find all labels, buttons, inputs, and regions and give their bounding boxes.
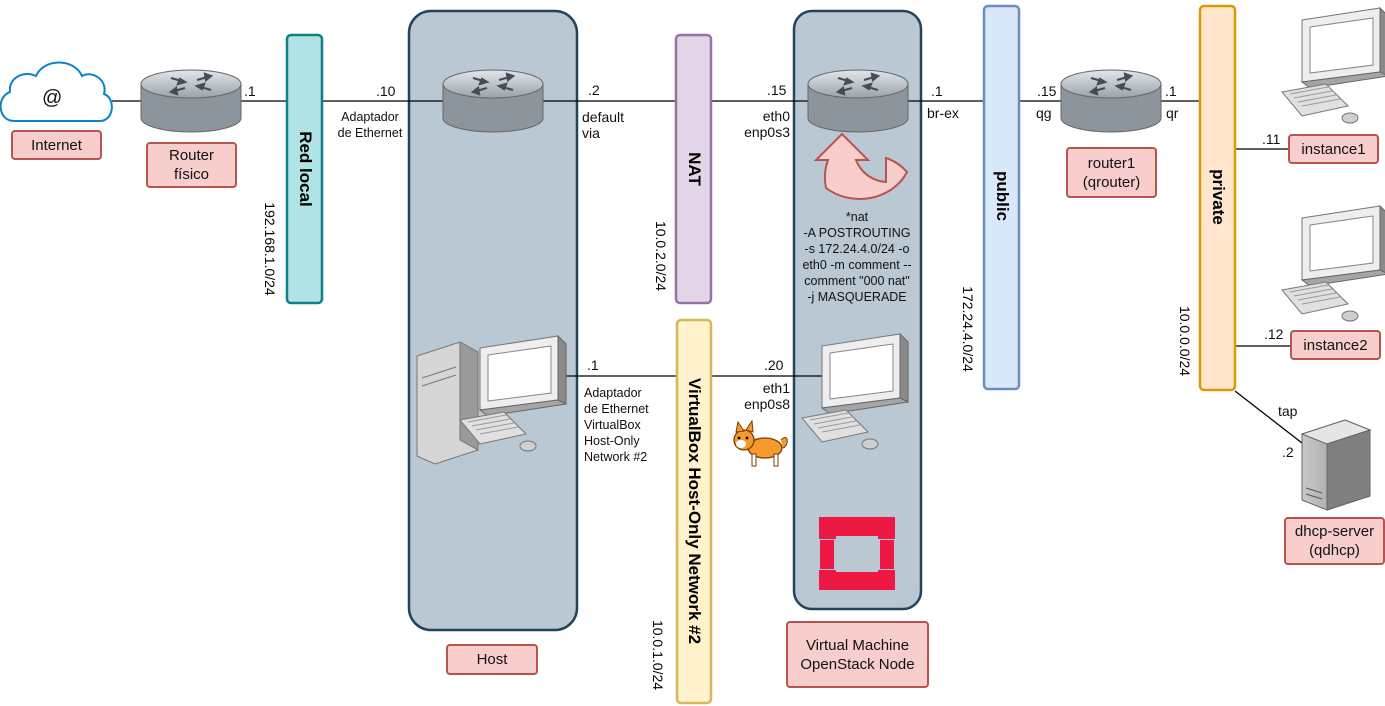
vm-eth1-ip: .20 [764, 357, 784, 373]
red-local-bar [285, 33, 324, 305]
vm-eth1: eth1 enp0s8 [744, 380, 790, 412]
qr-ip: .1 [1165, 83, 1177, 99]
nat-name: NAT [685, 152, 704, 186]
vm-router-icon [806, 68, 910, 134]
instance2-label: instance2 [1290, 330, 1381, 360]
router-fisico-icon [139, 68, 243, 134]
host-container [407, 9, 579, 632]
qg: qg [1036, 105, 1052, 121]
instance1-label: instance1 [1288, 134, 1379, 164]
internet-cloud-icon [0, 61, 113, 122]
qr: qr [1166, 105, 1179, 121]
default-via: default via [582, 109, 625, 141]
dhcp-server-label: dhcp-server (qdhcp) [1284, 517, 1385, 565]
nat-gw-ip: .2 [588, 82, 600, 98]
brex: br-ex [927, 105, 959, 121]
openstack-logo-icon [819, 517, 895, 590]
nat-bar [674, 33, 713, 305]
nat-cidr: 10.0.2.0/24 [653, 220, 669, 292]
hostonly-bar [675, 318, 713, 705]
instance2-ip: .12 [1264, 326, 1284, 342]
public-cidr: 172.24.4.0/24 [960, 286, 976, 372]
rf-ip: .1 [244, 83, 256, 99]
router-fisico-label: Router físico [146, 142, 237, 188]
host-adapter: Adaptador de Ethernet [337, 110, 403, 140]
router1-label: router1 (qrouter) [1066, 147, 1157, 198]
vm-eth0-ip: .15 [767, 82, 787, 98]
private-bar [1198, 4, 1237, 392]
brex-ip: .1 [931, 83, 943, 99]
vm-label: Virtual Machine OpenStack Node [786, 621, 929, 688]
internet-label: Internet [11, 130, 102, 160]
red-local-name: Red local [296, 131, 315, 207]
instance2-pc-icon [1281, 205, 1385, 322]
nat-masquerade-arrow-icon [813, 132, 909, 200]
router1-icon [1059, 68, 1163, 134]
host-pc-ip: .1 [587, 357, 599, 373]
instance1-pc-icon [1281, 7, 1385, 124]
iptables-rule: *nat -A POSTROUTING -s 172.24.4.0/24 -o … [802, 210, 912, 304]
public-name: public [993, 170, 1012, 222]
hostonly-name: VirtualBox Host-Only Network #2 [685, 377, 704, 645]
qg-ip: .15 [1037, 83, 1057, 99]
tap-label: tap [1278, 403, 1298, 419]
red-local-cidr: 192.168.1.0/24 [262, 202, 278, 296]
public-bar [982, 4, 1021, 391]
host-router-icon [441, 68, 545, 134]
shiba-dog-icon [733, 419, 788, 467]
internet-symbol: @ [42, 87, 63, 109]
vm-eth0: eth0 enp0s3 [744, 108, 790, 140]
links [112, 100, 1303, 444]
host-label: Host [446, 644, 538, 675]
dhcp-ip: .2 [1282, 444, 1294, 460]
host-pc-adapter: Adaptador de Ethernet VirtualBox Host-On… [584, 386, 649, 464]
dhcp-server-icon [1300, 419, 1372, 511]
host-pc-icon [416, 335, 567, 465]
hostonly-cidr: 10.0.1.0/24 [650, 619, 666, 691]
instance1-ip: .11 [1262, 131, 1281, 147]
private-name: private [1209, 169, 1228, 225]
host-ip: .10 [376, 83, 396, 99]
private-cidr: 10.0.0.0/24 [1177, 305, 1193, 377]
